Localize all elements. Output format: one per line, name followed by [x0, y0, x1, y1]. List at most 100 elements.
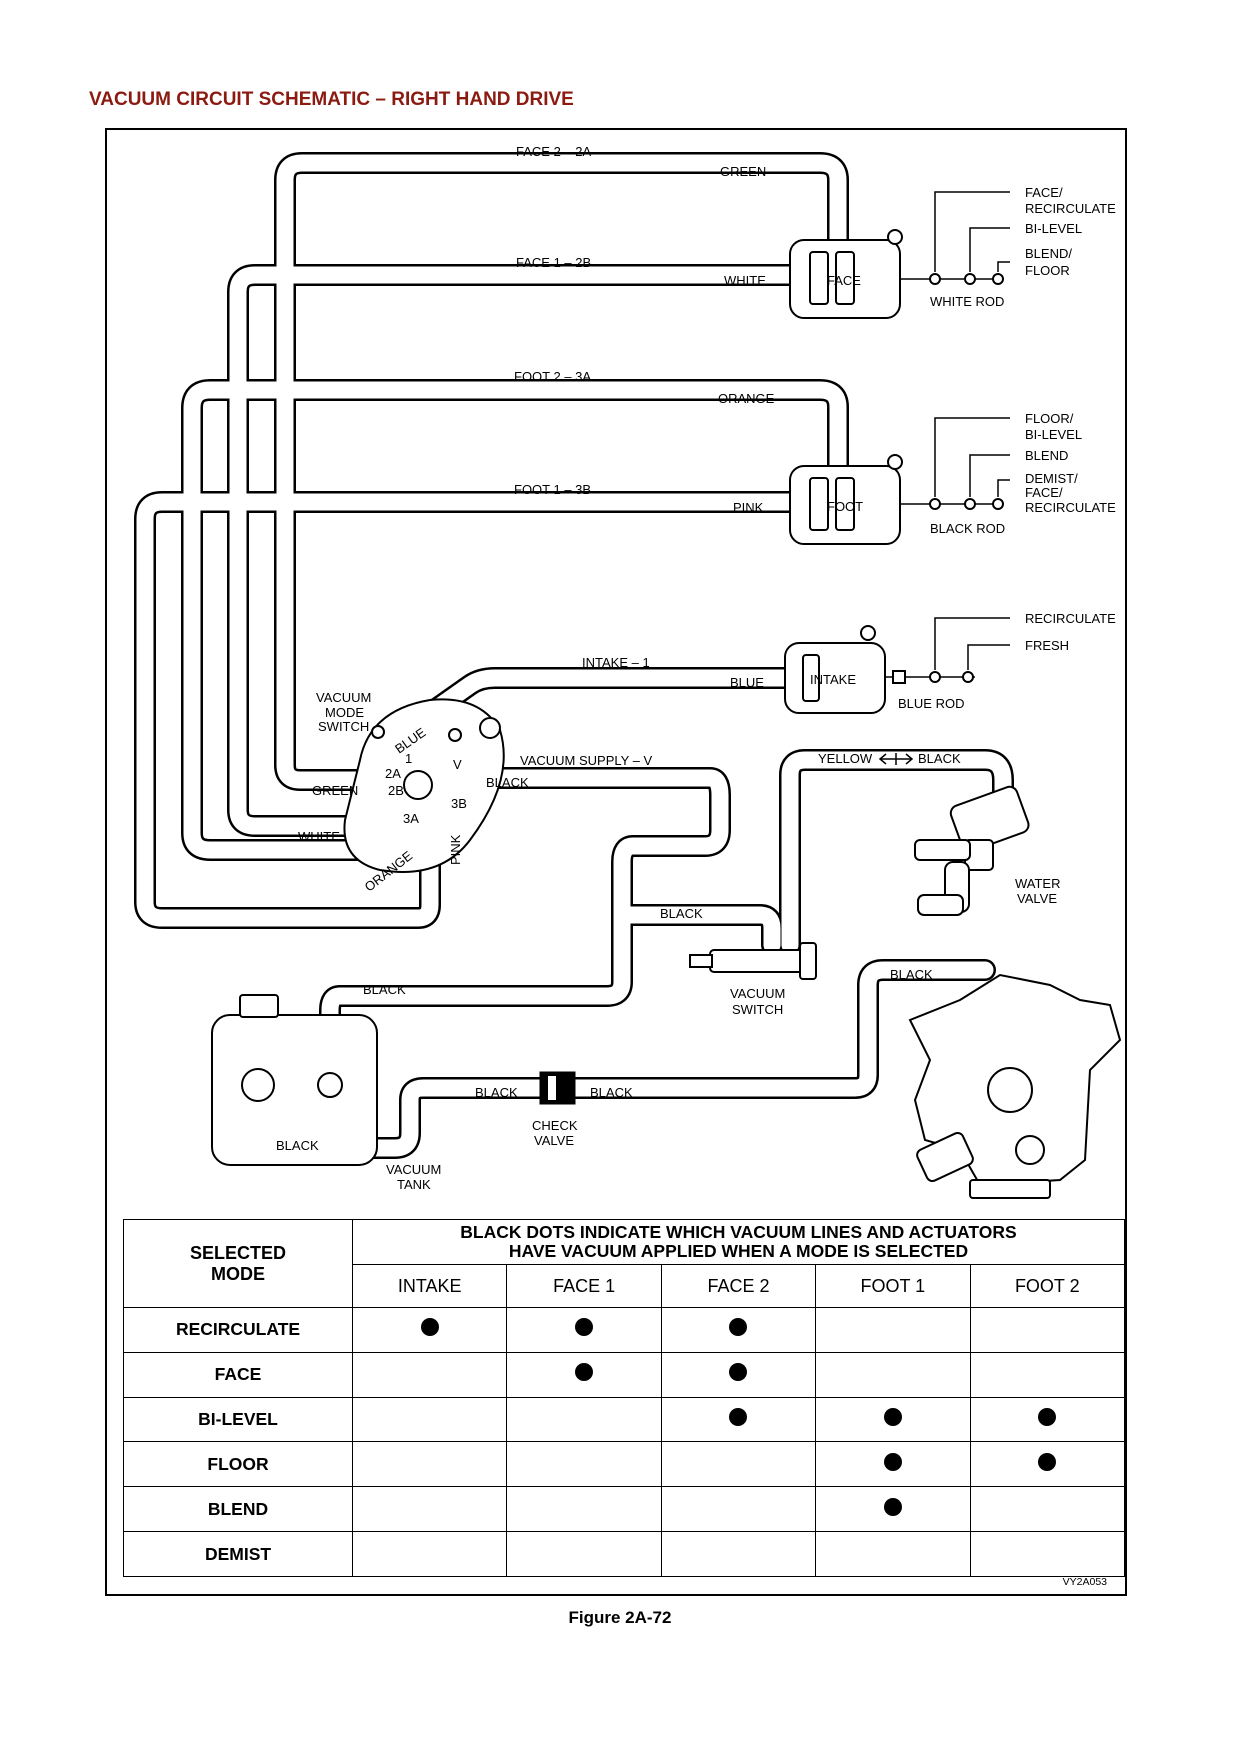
mode-cell [815, 1307, 971, 1353]
mode-switch-label-2: MODE [325, 705, 364, 720]
hose-label-green-switch: GREEN [312, 783, 358, 798]
hose-label-black-water: BLACK [918, 751, 961, 766]
table-row: RECIRCULATE [123, 1307, 1126, 1353]
table-row: BLEND [123, 1486, 1126, 1533]
foot-position-3: BLEND [1025, 448, 1068, 463]
port-1: 1 [405, 751, 412, 766]
vacuum-applied-dot-icon [575, 1363, 594, 1382]
page-title: VACUUM CIRCUIT SCHEMATIC – RIGHT HAND DR… [89, 89, 574, 110]
mode-cell [351, 1441, 508, 1488]
intake-actuator-label: INTAKE [810, 672, 856, 687]
mode-cell [969, 1307, 1126, 1353]
hose-label-orange: ORANGE [718, 391, 775, 406]
hose-label-foot1: FOOT 1 – 3B [514, 482, 591, 497]
mode-label: FLOOR [123, 1441, 353, 1488]
face-position-3: BI-LEVEL [1025, 221, 1082, 236]
vacuum-applied-dot-icon [883, 1452, 902, 1471]
water-valve-label-2: VALVE [1017, 891, 1057, 906]
vacuum-applied-dot-icon [1038, 1408, 1057, 1427]
vacuum-switch-label-1: VACUUM [730, 986, 785, 1001]
table-row: DEMIST [123, 1531, 1126, 1577]
hose-label-pink-switch: PINK [448, 834, 463, 865]
port-3a: 3A [403, 811, 419, 826]
table-row: FLOOR [123, 1441, 1126, 1488]
face-actuator-label: FACE [827, 273, 861, 288]
hose-label-black-tank-bottom: BLACK [276, 1138, 319, 1153]
mode-label: BLEND [123, 1486, 353, 1533]
hose-label-black-mid: BLACK [660, 906, 703, 921]
mode-cell [351, 1531, 508, 1577]
port-2b: 2B [388, 783, 404, 798]
mode-cell [351, 1396, 508, 1443]
hose-label-white-switch: WHITE [298, 829, 340, 844]
vacuum-applied-dot-icon [729, 1408, 748, 1427]
mode-cell [660, 1486, 817, 1533]
intake-position-2: FRESH [1025, 638, 1069, 653]
mode-label: DEMIST [123, 1531, 353, 1577]
table-row: FACE [123, 1351, 1126, 1398]
mode-cell [660, 1307, 817, 1353]
check-valve-part [539, 1071, 576, 1105]
selected-mode-header: SELECTED MODE [123, 1219, 353, 1308]
foot-rod-label: BLACK ROD [930, 521, 1005, 536]
vacuum-applied-dot-icon [883, 1497, 902, 1516]
face-position-4: BLEND/ [1025, 246, 1072, 261]
hose-label-green: GREEN [720, 164, 766, 179]
port-3b: 3B [451, 796, 467, 811]
column-header: FOOT 1 [815, 1264, 971, 1308]
vacuum-applied-dot-icon [420, 1318, 439, 1337]
vacuum-mode-switch [343, 698, 505, 873]
figure-caption: Figure 2A-72 [568, 1608, 672, 1627]
hose-label-blue: BLUE [730, 675, 764, 690]
mode-cell [351, 1307, 508, 1353]
mode-table: SELECTED MODE BLACK DOTS INDICATE WHICH … [123, 1219, 1126, 1577]
mode-cell [506, 1486, 662, 1533]
face-position-5: FLOOR [1025, 263, 1070, 278]
engine-part [908, 973, 1122, 1199]
face-position-2: RECIRCULATE [1025, 201, 1116, 216]
mode-label: RECIRCULATE [123, 1307, 353, 1353]
figure-id: VY2A053 [1062, 1576, 1107, 1588]
vacuum-tank-part [211, 994, 378, 1166]
vacuum-tank-label-2: TANK [397, 1177, 431, 1192]
hose-label-black-tank-top: BLACK [363, 982, 406, 997]
check-valve-label-1: CHECK [532, 1118, 578, 1133]
vacuum-schematic: .hose { fill:none; stroke:#000; stroke-w… [134, 144, 1122, 1199]
vacuum-switch-label-2: SWITCH [732, 1002, 783, 1017]
hose-label-pink: PINK [733, 500, 764, 515]
hose-label-black-check-right: BLACK [590, 1085, 633, 1100]
column-header: FACE 1 [506, 1264, 662, 1308]
mode-cell [660, 1396, 817, 1443]
table-row: BI-LEVEL [123, 1396, 1126, 1443]
hose-label-black-engine: BLACK [890, 967, 933, 982]
hose-label-black-check-left: BLACK [475, 1085, 518, 1100]
port-v: V [453, 757, 462, 772]
mode-cell [506, 1307, 662, 1353]
face-rod-label: WHITE ROD [930, 294, 1004, 309]
table-note: BLACK DOTS INDICATE WHICH VACUUM LINES A… [352, 1219, 1125, 1265]
column-header: INTAKE [351, 1264, 508, 1308]
vacuum-applied-dot-icon [1038, 1452, 1057, 1471]
vacuum-tank-label-1: VACUUM [386, 1162, 441, 1177]
port-2a: 2A [385, 766, 401, 781]
hose-label-black-switch: BLACK [486, 775, 529, 790]
connector-arrow-icon [878, 753, 914, 765]
figure-frame: VY2A053 [105, 128, 1127, 1596]
mode-cell [506, 1396, 662, 1443]
vacuum-applied-dot-icon [729, 1363, 748, 1382]
face-actuator [789, 191, 1010, 319]
foot-position-4: DEMIST/ [1025, 471, 1078, 486]
water-valve-label-1: WATER [1015, 876, 1061, 891]
mode-cell [969, 1486, 1126, 1533]
mode-cell [506, 1531, 662, 1577]
hose-label-foot2: FOOT 2 – 3A [514, 369, 591, 384]
check-valve-label-2: VALVE [534, 1133, 574, 1148]
foot-position-2: BI-LEVEL [1025, 427, 1082, 442]
foot-actuator-label: FOOT [827, 499, 863, 514]
hose-label-yellow: YELLOW [818, 751, 873, 766]
mode-cell [815, 1531, 971, 1577]
mode-cell [506, 1441, 662, 1488]
column-header: FACE 2 [660, 1264, 817, 1308]
mode-cell [969, 1441, 1126, 1488]
intake-position-1: RECIRCULATE [1025, 611, 1116, 626]
